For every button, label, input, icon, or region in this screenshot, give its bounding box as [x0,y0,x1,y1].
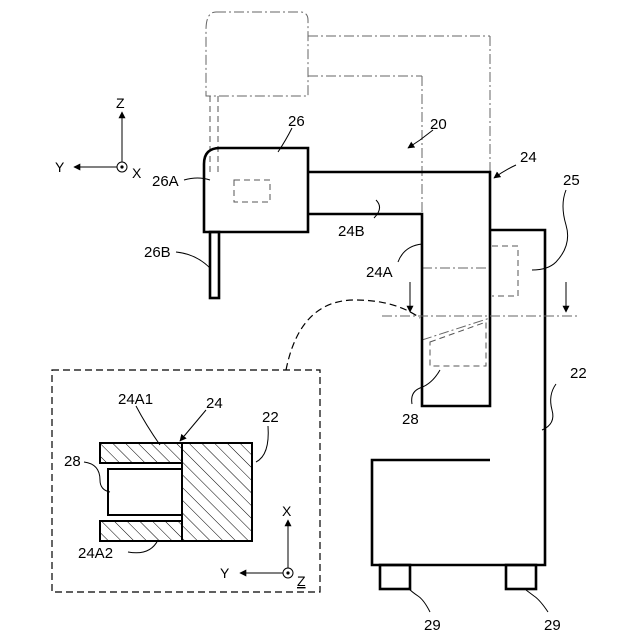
inset-axis-label-x: X [282,503,292,519]
tool-26B [210,232,219,298]
label-29-left: 29 [424,617,441,634]
inset-label-24: 24 [206,395,223,412]
inset-label-24A2: 24A2 [78,545,113,562]
foot-29-left [380,565,410,589]
label-24A: 24A [366,264,393,281]
label-28: 28 [402,411,419,428]
label-24B: 24B [338,223,365,240]
label-22: 22 [570,365,587,382]
inset-axis-label-z: Z [297,573,306,589]
section-line [382,282,578,316]
label-29-right: 29 [544,617,561,634]
foot-29-right [506,565,536,589]
end-effector-26 [204,148,308,232]
inset-label-24A1: 24A1 [118,391,153,408]
reference-labels: 20 24 25 26 26A 26B 24B 24A 22 28 29 29 … [64,113,587,634]
inset-sensor-28 [108,469,182,515]
axis-label-y: Y [55,159,65,175]
label-26: 26 [288,113,305,130]
inset-label-22: 22 [262,409,279,426]
axes-main: Z Y X [55,95,142,181]
robot-structure [204,148,545,589]
axis-label-z: Z [116,95,125,111]
axis-label-x: X [132,165,142,181]
arm-24 [308,172,490,406]
inset-label-28: 28 [64,453,81,470]
inset-flange-24A2 [100,521,182,541]
label-20: 20 [430,116,447,133]
inset-base-22 [182,443,252,541]
label-26A: 26A [152,173,179,190]
inset-flange-24A1 [100,443,182,463]
label-25: 25 [563,172,580,189]
phantom-position [206,12,490,366]
sensor-25 [492,246,518,296]
inset-axis-label-y: Y [220,565,230,581]
label-26B: 26B [144,244,171,261]
base-22 [372,230,545,565]
label-24: 24 [520,149,537,166]
